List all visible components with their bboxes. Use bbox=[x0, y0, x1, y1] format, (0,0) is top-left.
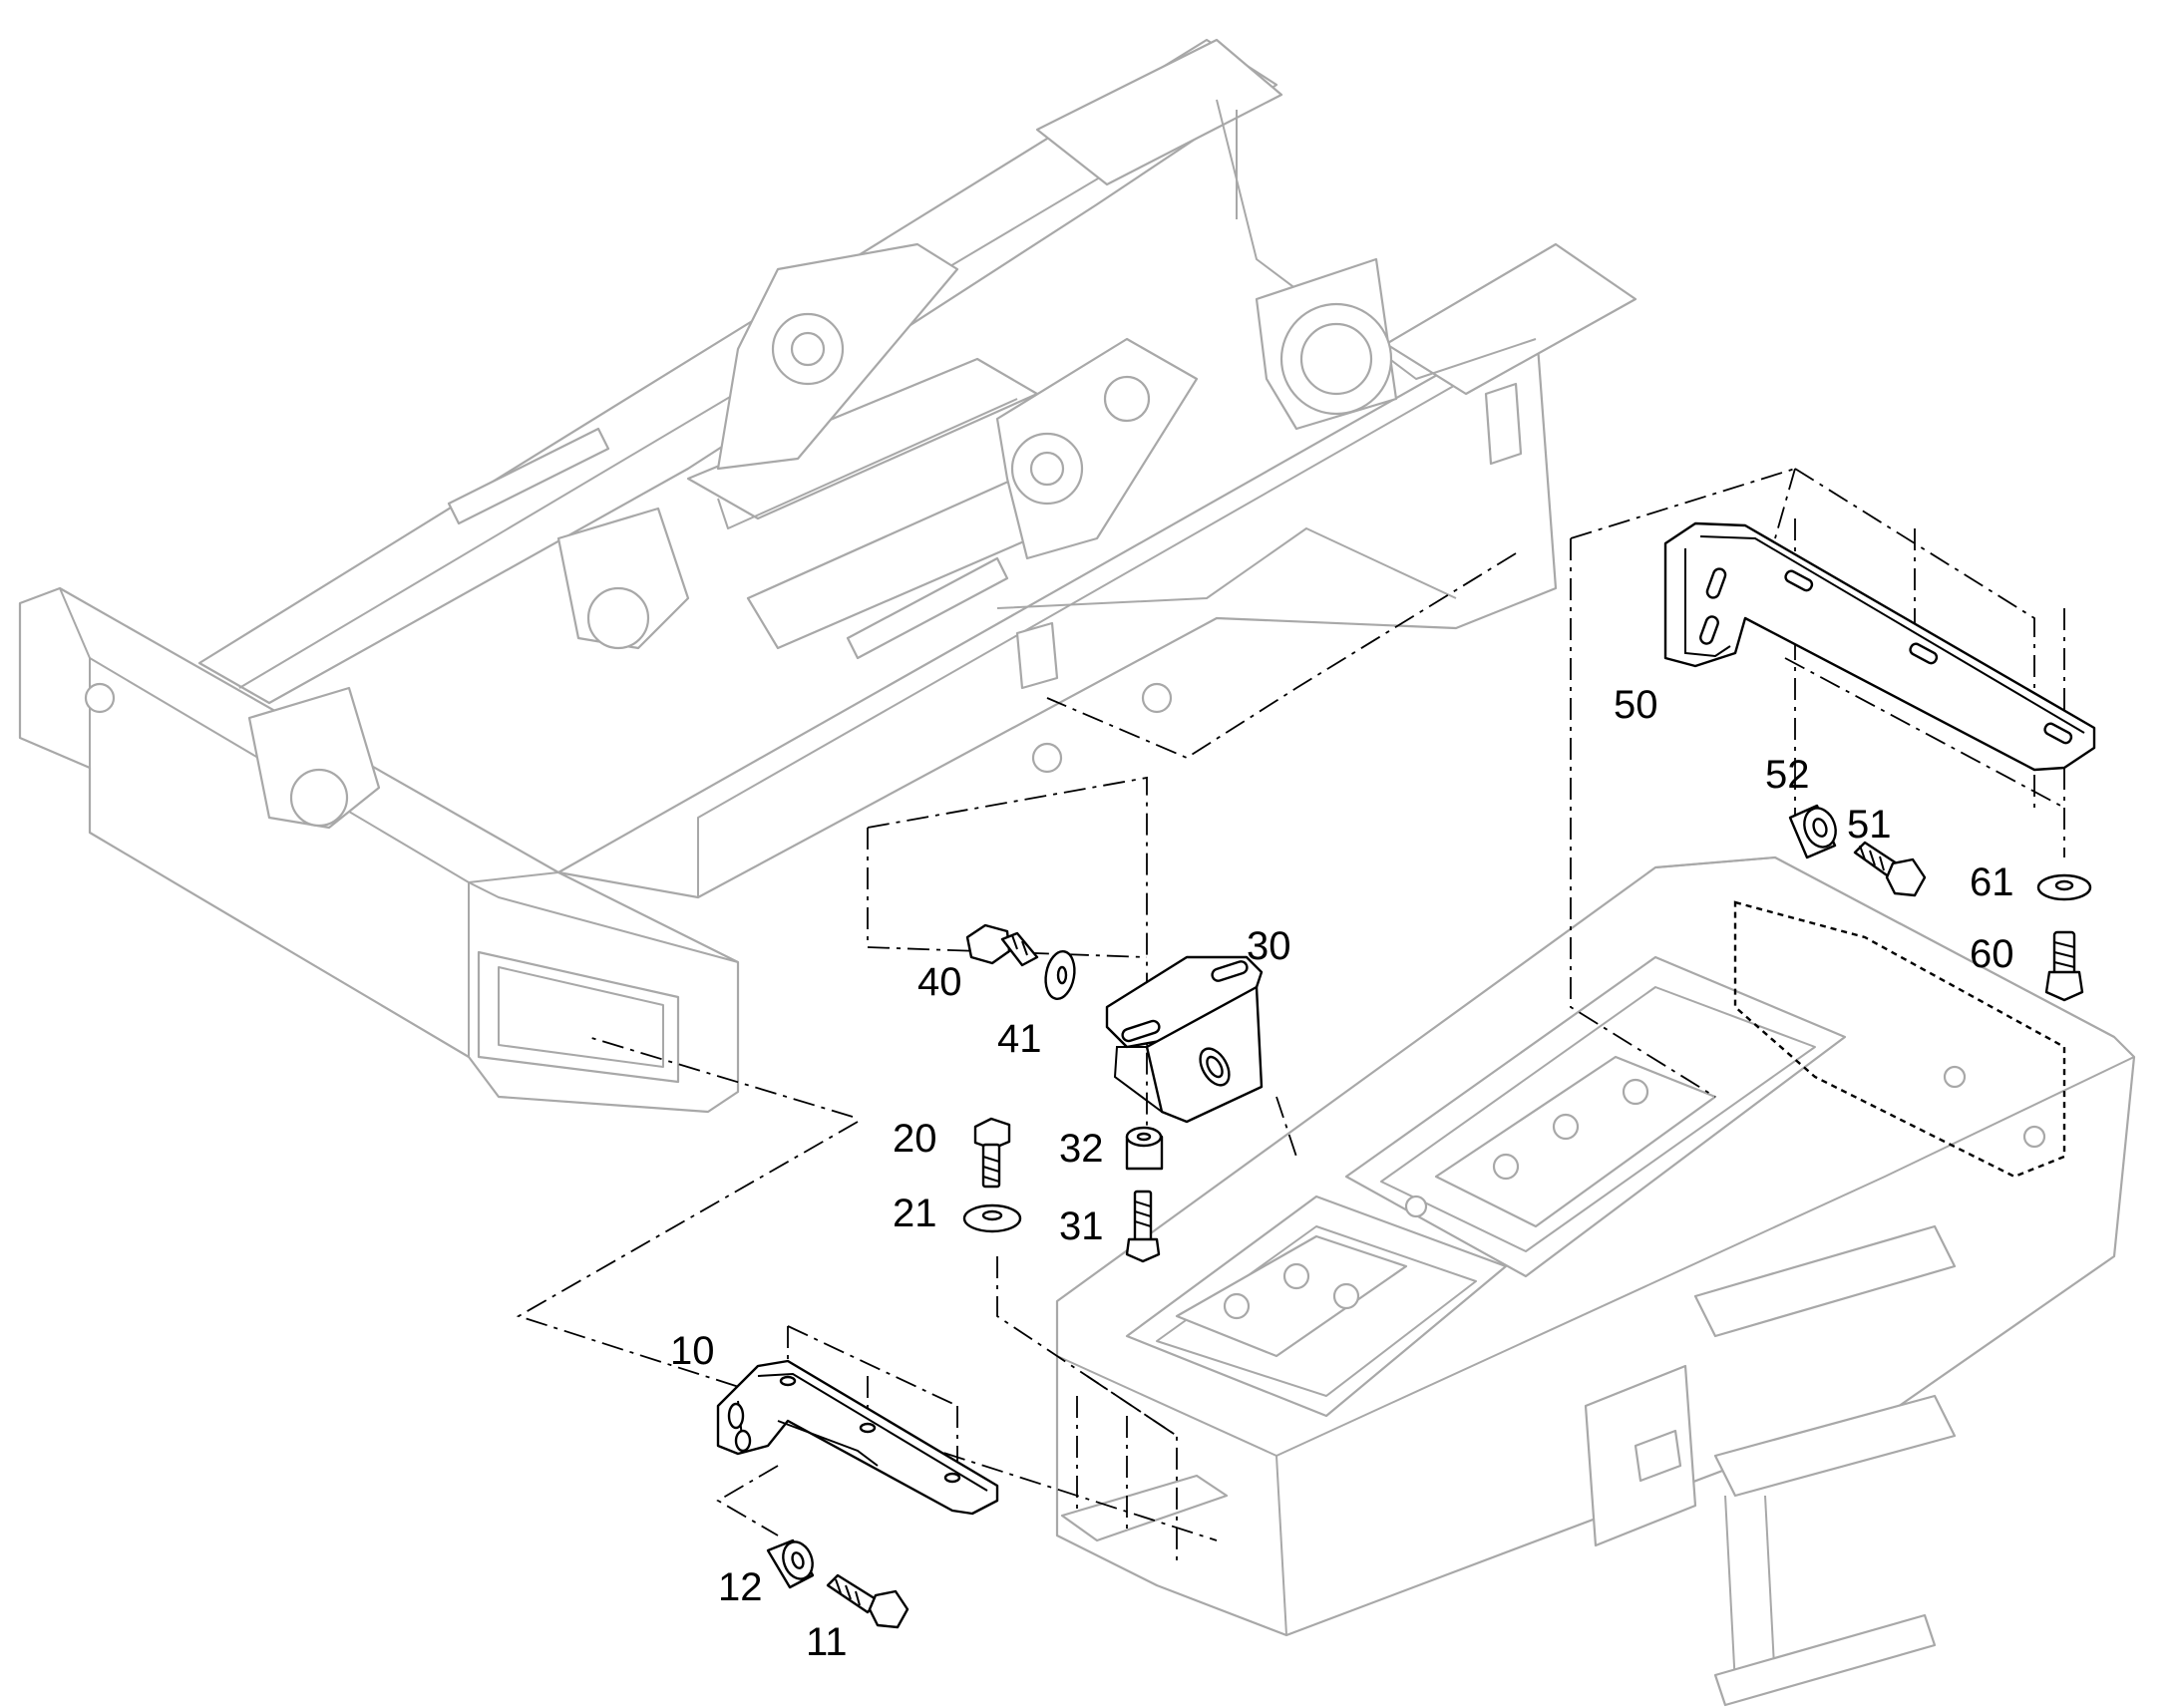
part-21-washer bbox=[962, 1203, 1022, 1233]
part-51-bolt bbox=[1853, 841, 1927, 897]
callout-30: 30 bbox=[1247, 924, 1291, 968]
part-60-bolt bbox=[2044, 930, 2084, 1002]
callout-21: 21 bbox=[893, 1192, 937, 1235]
part-40-bolt bbox=[965, 923, 1039, 967]
callout-50: 50 bbox=[1614, 683, 1658, 727]
callout-41: 41 bbox=[997, 1017, 1042, 1061]
part-10-bracket bbox=[716, 1359, 999, 1516]
callout-51: 51 bbox=[1847, 803, 1892, 847]
part-32-spacer bbox=[1125, 1126, 1164, 1171]
part-52-spacer bbox=[1788, 804, 1837, 859]
assembly-leader-lines bbox=[516, 468, 2065, 1565]
chassis-frame bbox=[18, 38, 1637, 1114]
callout-12: 12 bbox=[718, 1565, 763, 1609]
callout-52: 52 bbox=[1765, 753, 1810, 797]
callout-20: 20 bbox=[893, 1117, 937, 1161]
part-30-bracket bbox=[1105, 955, 1264, 1124]
callout-32: 32 bbox=[1059, 1127, 1104, 1171]
callout-10: 10 bbox=[670, 1329, 715, 1373]
mounting-area-outline bbox=[1733, 900, 2066, 1179]
callout-labels: 10 11 12 20 21 30 31 32 40 41 50 51 52 6… bbox=[670, 683, 2014, 1664]
part-61-washer bbox=[2036, 873, 2092, 901]
part-41-washer bbox=[1044, 950, 1076, 1000]
storage-box bbox=[1055, 855, 2136, 1707]
callout-31: 31 bbox=[1059, 1204, 1104, 1248]
callout-60: 60 bbox=[1970, 932, 2014, 976]
callout-11: 11 bbox=[806, 1620, 848, 1664]
callout-40: 40 bbox=[917, 960, 962, 1004]
part-20-bolt bbox=[973, 1117, 1011, 1189]
part-50-bracket bbox=[1663, 521, 2096, 772]
callout-61: 61 bbox=[1970, 860, 2014, 904]
part-12-spacer bbox=[766, 1538, 815, 1589]
part-11-bolt bbox=[826, 1573, 909, 1629]
part-31-bolt bbox=[1125, 1190, 1161, 1263]
